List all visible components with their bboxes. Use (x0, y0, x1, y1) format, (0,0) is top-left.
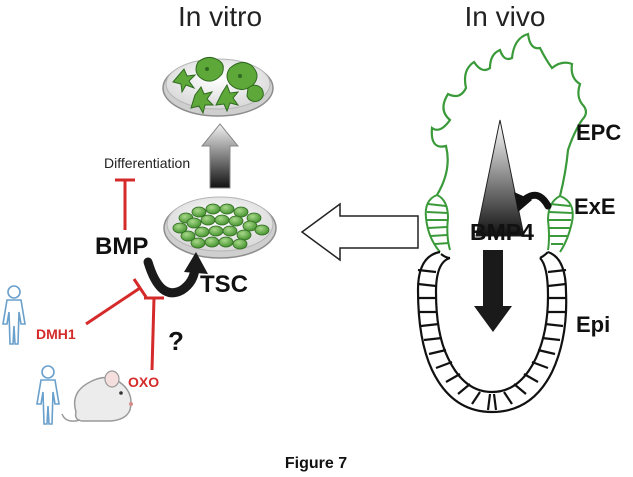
differentiation-label: Differentiation (104, 155, 190, 171)
exe-right-band (546, 195, 574, 253)
oxo-inhibition (144, 296, 164, 371)
petri-dish-tsc-icon (163, 196, 277, 259)
question-mark: ? (168, 326, 184, 356)
epc-label: EPC (576, 120, 621, 145)
dmh1-label: DMH1 (36, 326, 76, 342)
petri-dish-differentiated-icon (162, 56, 274, 117)
epi-label: Epi (576, 312, 610, 337)
bmp-inhibits-differentiation (115, 178, 135, 230)
exe-left-band (424, 194, 451, 253)
bmp-to-tsc-curved-arrow (143, 252, 208, 298)
differentiation-arrow (200, 123, 240, 189)
human-silhouette-icon (2, 285, 26, 345)
exe-label: ExE (574, 194, 616, 219)
epc-tissue (430, 32, 588, 197)
bmp4-label: BMP4 (470, 219, 534, 245)
oxo-label: OXO (128, 374, 159, 390)
exe-signal-curved-arrow (514, 191, 552, 212)
dmh1-inhibition (85, 278, 148, 326)
bmp-label: BMP (95, 233, 148, 260)
title-in-vitro: In vitro (178, 1, 262, 32)
tsc-label: TSC (200, 271, 248, 298)
human-silhouette-icon-2 (36, 365, 60, 425)
title-in-vivo: In vivo (465, 1, 546, 32)
bmp4-gradient-spike (475, 119, 525, 237)
epi-tissue (416, 250, 568, 414)
mouse-icon (61, 370, 133, 422)
figure-caption: Figure 7 (285, 455, 347, 472)
bmp4-to-epi-arrow (474, 250, 512, 332)
in-vivo-to-in-vitro-arrow (300, 202, 419, 262)
